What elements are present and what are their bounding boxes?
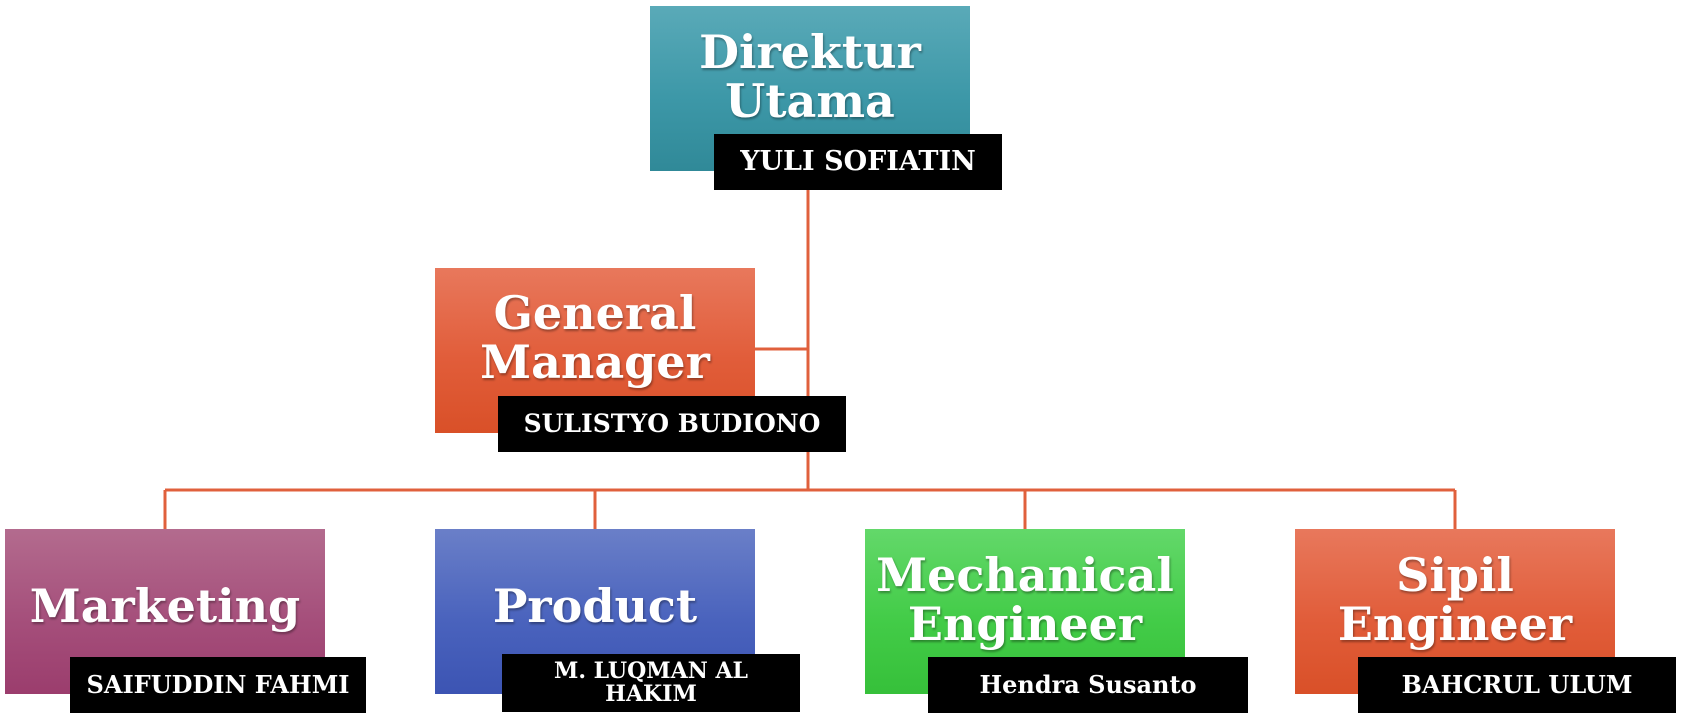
department-name-sipil-engineer: BAHCRUL ULUM	[1358, 657, 1676, 713]
director-title: Direktur Utama	[699, 25, 921, 128]
department-name-product: M. LUQMAN AL HAKIM	[502, 654, 800, 712]
department-title-sipil-engineer: Sipil Engineer	[1337, 548, 1573, 651]
department-title-product: Product	[492, 579, 698, 634]
department-name-mechanical-engineer: Hendra Susanto	[928, 657, 1248, 713]
director-name: YULI SOFIATIN	[714, 134, 1002, 190]
department-title-mechanical-engineer: Mechanical Engineer	[876, 548, 1174, 651]
department-name-marketing: SAIFUDDIN FAHMI	[70, 657, 366, 713]
general-manager-title: General Manager	[480, 286, 710, 389]
department-title-marketing: Marketing	[29, 579, 301, 634]
general-manager-name: SULISTYO BUDIONO	[498, 396, 846, 452]
